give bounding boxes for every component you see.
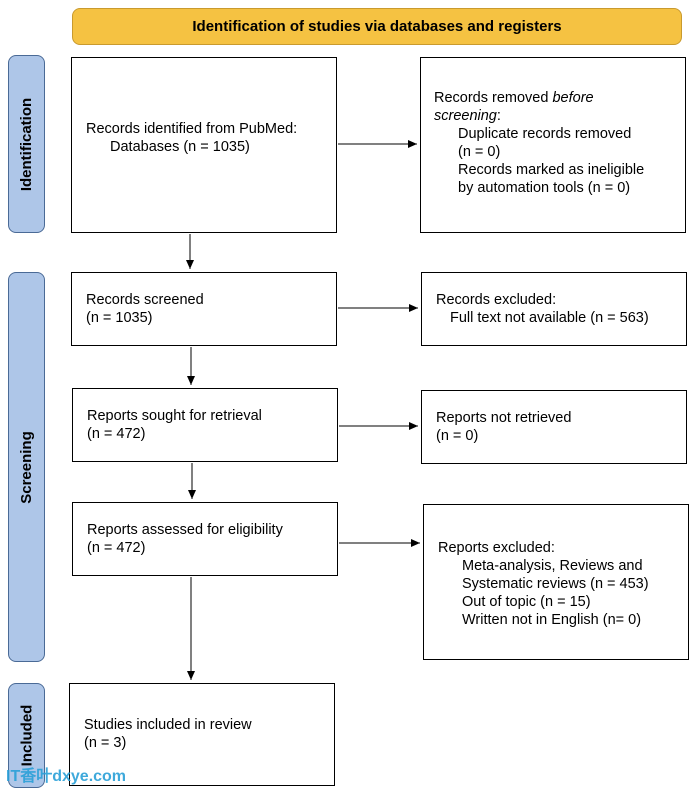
studies-included-line1: Studies included in review [84, 717, 252, 733]
reports-not-retrieved-count: (n = 0) [436, 428, 479, 444]
phase-screening: Screening [8, 272, 45, 662]
reports-not-retrieved-title: Reports not retrieved [436, 410, 572, 426]
phase-included: Included [8, 683, 45, 788]
reports-assessed-line2: (n = 472) [87, 540, 146, 556]
studies-included-line2: (n = 3) [84, 735, 127, 751]
meta-analysis-label: Meta-analysis, Reviews and [462, 558, 643, 574]
reports-not-retrieved-box: Reports not retrieved (n = 0) [421, 390, 687, 464]
records-screened-box: Records screened (n = 1035) [71, 272, 337, 346]
duplicate-records-count: (n = 0) [458, 144, 501, 160]
records-identified-line2: Databases (n = 1035) [110, 139, 250, 155]
meta-analysis-count: Systematic reviews (n = 453) [462, 576, 649, 592]
records-screened-line2: (n = 1035) [86, 310, 153, 326]
full-text-unavailable: Full text not available (n = 563) [450, 310, 649, 326]
ineligible-records-label: Records marked as ineligible [458, 162, 645, 178]
records-removed-title: Records removed before [434, 90, 594, 106]
watermark: IT香叶dxye.com [6, 768, 127, 785]
records-excluded-box: Records excluded: Full text not availabl… [421, 272, 687, 346]
reports-sought-line2: (n = 472) [87, 426, 146, 442]
header-banner: Identification of studies via databases … [72, 8, 682, 45]
reports-sought-line1: Reports sought for retrieval [87, 408, 262, 424]
records-screened-line1: Records screened [86, 292, 204, 308]
records-identified-box: Records identified from PubMed: Database… [71, 57, 337, 233]
banner-title: Identification of studies via databases … [192, 18, 562, 35]
reports-assessed-line1: Reports assessed for eligibility [87, 522, 283, 538]
reports-assessed-box: Reports assessed for eligibility (n = 47… [72, 502, 338, 576]
records-excluded-title: Records excluded: [436, 292, 557, 308]
reports-sought-box: Reports sought for retrieval (n = 472) [72, 388, 338, 462]
records-removed-title-cont: screening: [434, 108, 501, 124]
out-of-topic-count: Out of topic (n = 15) [462, 594, 591, 610]
ineligible-records-count: by automation tools (n = 0) [458, 180, 631, 196]
reports-excluded-title: Reports excluded: [438, 540, 555, 556]
phase-identification: Identification [8, 55, 45, 233]
records-identified-line1: Records identified from PubMed: [86, 121, 298, 137]
records-removed-box: Records removed before screening: Duplic… [420, 57, 686, 233]
duplicate-records-label: Duplicate records removed [458, 126, 632, 142]
studies-included-box: Studies included in review (n = 3) [69, 683, 335, 786]
not-english-count: Written not in English (n= 0) [462, 612, 642, 628]
reports-excluded-box: Reports excluded: Meta-analysis, Reviews… [423, 504, 689, 660]
